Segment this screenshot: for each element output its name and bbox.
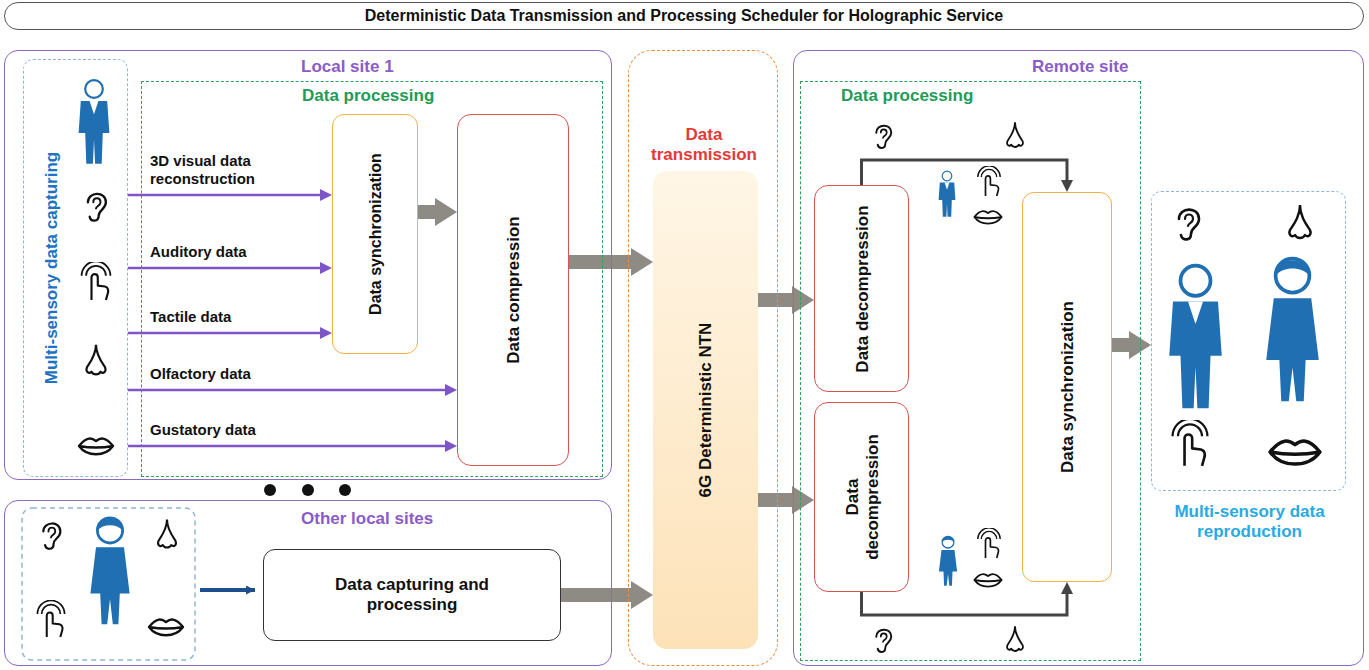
capture-icons bbox=[79, 80, 113, 454]
capture-box: Multi-sensory data capturing bbox=[23, 59, 128, 477]
flow-arrow bbox=[569, 255, 631, 269]
node-label: Data processing bbox=[302, 86, 434, 106]
data-arrow bbox=[128, 332, 320, 335]
flow-arrow bbox=[561, 588, 631, 602]
node-label: Other local sites bbox=[301, 509, 433, 529]
reproduction-icons bbox=[1169, 205, 1320, 466]
compression-box: Data compression bbox=[457, 114, 569, 466]
process-box: Data capturing and processing bbox=[263, 549, 561, 641]
node-label: Multi-sensory data reproduction bbox=[1152, 502, 1347, 543]
node-label: Data compression bbox=[504, 126, 524, 454]
reproduction-box: Multi-sensory data reproduction bbox=[1151, 191, 1346, 491]
data-arrow bbox=[862, 160, 1068, 185]
other-site-icons bbox=[37, 518, 183, 637]
node-label: Deterministic Data Transmission and Proc… bbox=[14, 6, 1354, 25]
data-arrow bbox=[128, 445, 445, 448]
flow-arrow bbox=[758, 293, 792, 307]
site-panel: Remote siteData processingData decompres… bbox=[793, 50, 1364, 666]
capture-arrow bbox=[200, 588, 255, 592]
signal-label: 3D visual data reconstruction bbox=[150, 152, 310, 190]
node-label: Data processing bbox=[841, 86, 973, 106]
sync-box: Data synchronization bbox=[1022, 192, 1112, 582]
other-site-icon-box bbox=[22, 508, 195, 660]
flow-arrow bbox=[418, 205, 435, 219]
site-panel: Local site 1 Multi-sensory data capturing… bbox=[4, 50, 612, 480]
node-label: Data decompression bbox=[842, 414, 883, 580]
flow-arrow bbox=[1112, 338, 1129, 352]
signal-label: Auditory data bbox=[150, 243, 310, 262]
title-box: Deterministic Data Transmission and Proc… bbox=[4, 2, 1364, 30]
ellipsis-dots bbox=[264, 484, 351, 496]
decompression-box: Data decompression bbox=[814, 185, 909, 392]
data-arrow bbox=[128, 389, 445, 392]
flow-arrow bbox=[758, 493, 792, 507]
data-arrow bbox=[128, 194, 320, 197]
node-label: Data synchronization bbox=[1058, 204, 1078, 570]
transmission-region: Data transmission 6G Deterministic NTN bbox=[628, 50, 778, 666]
node-label: Data decompression bbox=[852, 197, 872, 380]
signal-label: Tactile data bbox=[150, 308, 310, 327]
node-label: Local site 1 bbox=[301, 57, 394, 77]
node-label: Remote site bbox=[1032, 57, 1128, 77]
data-arrow bbox=[128, 267, 320, 270]
sync-box: Data synchronization bbox=[332, 114, 418, 354]
node-label: 6G Deterministic NTN bbox=[695, 183, 715, 637]
node-label: Multi-sensory data capturing bbox=[42, 71, 62, 465]
processing-region: Data processingData decompressionData de… bbox=[800, 81, 1141, 661]
node-label: Data capturing and processing bbox=[302, 575, 522, 616]
signal-label: Gustatory data bbox=[150, 421, 310, 440]
node-label: Data transmission bbox=[649, 125, 759, 166]
processing-region: Data processingData synchronization Data … bbox=[141, 81, 603, 477]
node-label: Data synchronization bbox=[366, 126, 385, 342]
network-box: 6G Deterministic NTN bbox=[653, 171, 758, 649]
decompression-box: Data decompression bbox=[814, 402, 909, 592]
signal-label: Olfactory data bbox=[150, 365, 310, 384]
site-panel: Other local sitesData capturing and proc… bbox=[4, 500, 612, 666]
data-arrow bbox=[862, 592, 1068, 615]
